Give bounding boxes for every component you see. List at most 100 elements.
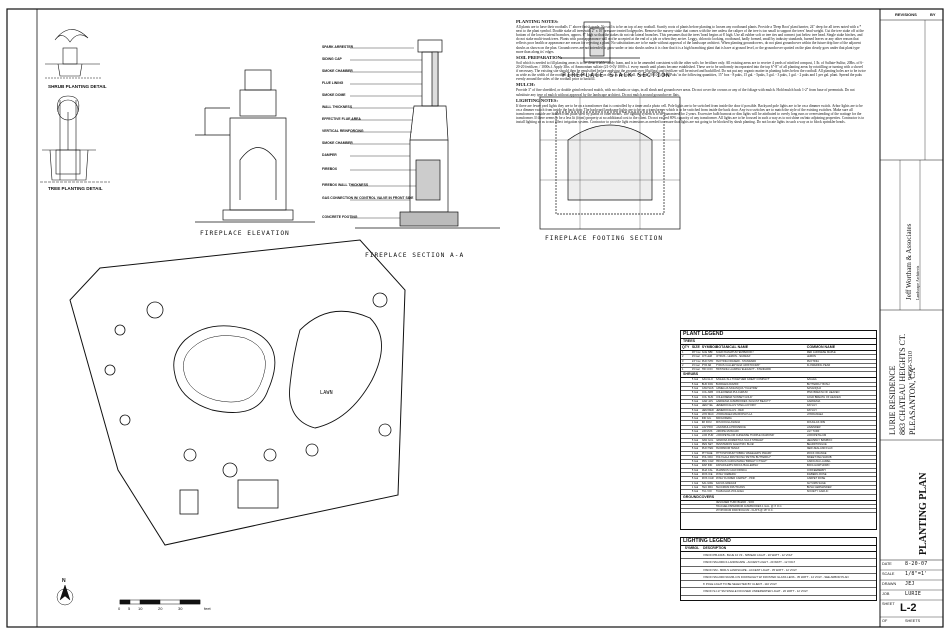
drawn-value: JEJ: [905, 581, 915, 587]
lighting-description: VISION SM-2000 99-MM-4 IN DOWNLIGHT W/ F…: [703, 574, 849, 579]
legend-cell-sym: BUD DAV: [701, 382, 714, 386]
planting-notes-body: All plants are to have their rootballs 1…: [516, 25, 864, 54]
legend-cell-com: DAYLILY: [806, 408, 817, 412]
legend-cell-sym: AZA GLO: [701, 378, 713, 382]
legend-cell-bot: GARDENIA JASMINOIDES 'AUGUST BEAUTY': [715, 399, 771, 403]
legend-cell-com: BEARDTONGUE: [806, 442, 827, 446]
legend-cell-size: 15 Gal: [691, 355, 700, 359]
project-zip: 94566-3310: [908, 351, 914, 380]
legend-cell-com: SASANQUA: [806, 387, 822, 391]
legend-cell-qty: [681, 460, 692, 463]
lighting-legend-columns: SYMBOL DESCRIPTION: [681, 546, 876, 552]
legend-cell-com: CAROLINA LAUREL: [806, 460, 831, 464]
legend-cell-com: AUTUMN SAGE: [806, 481, 826, 485]
legend-cell-sym: NAN GUL: [701, 438, 714, 442]
stack-title: FIREPLACE STACK SECTION: [562, 72, 671, 79]
section-callout: FIREBOX: [322, 167, 338, 171]
plant-legend-columns: QTY SIZE SYMBOL BOTANICAL NAME COMMON NA…: [681, 345, 876, 351]
section-callout: WALL THICKNESS: [322, 105, 353, 109]
legend-cell-qty: 1: [682, 368, 684, 372]
legend-cell-qty: [681, 486, 692, 489]
legend-cell-qty: [681, 490, 692, 493]
col-common: COMMON NAME: [806, 345, 836, 349]
legend-cell-sym: TEU FRU: [701, 485, 714, 489]
legend-cell-size: 5 Gal: [691, 391, 699, 395]
col-light-symbol: SYMBOL: [684, 546, 700, 550]
legend-cell-qty: [681, 477, 692, 480]
legend-cell-size: 5 Gal: [691, 430, 699, 434]
legend-cell-bot: TRACHELOSPERMUM JASMINOIDES 1 GAL. @ 3' …: [715, 504, 783, 508]
scale-tick-label: 30: [178, 606, 183, 611]
lawn-label: LAWN: [320, 390, 333, 396]
lighting-row: 6' POLE LIGHT TO BE SELECTED BY CLIENT -…: [681, 581, 876, 589]
legend-cell-sym: IND GIL: [701, 417, 712, 421]
legend-cell-bot: PENSTEMON 'ELECTRIC BLUE': [715, 442, 755, 446]
scale-tick-label: 20: [158, 606, 163, 611]
legend-cell-com: SWEET PEA SHRUB: [806, 455, 832, 459]
legend-cell-com: LOROPETALUM: [806, 434, 827, 438]
legend-cell-size: 1 Gal: [691, 434, 699, 438]
legend-cell-sym: HEM RED: [701, 408, 714, 412]
sheet-label: SHEET: [882, 602, 895, 606]
legend-cell-size: 5 Gal: [691, 438, 699, 442]
legend-cell-sym: SAL GRE: [701, 481, 713, 485]
tree-planting-detail: [40, 95, 110, 183]
by-label: BY: [930, 12, 936, 17]
scale-unit: feet: [204, 606, 211, 611]
scale-tick-label: 5: [128, 606, 131, 611]
legend-cell-qty: 3: [682, 359, 684, 363]
legend-cell-qty: [681, 439, 692, 442]
legend-cell-bot: POLYGALA FRUTICOSA 'PETITE BUTTERFLY': [715, 455, 772, 459]
legend-cell-size: 1 Gal: [691, 421, 699, 425]
legend-cell-size: 5 Gal: [691, 412, 699, 416]
legend-cell-qty: [681, 387, 692, 390]
lighting-description: VISION PB-101B - BLUE 10 V3 - SPREAD LIG…: [703, 553, 793, 557]
legend-cell-sym: ROS ICE: [701, 473, 713, 477]
legend-cell-com: BUTTERFLY BUSH: [806, 382, 830, 386]
lighting-legend-table: LIGHTING LEGEND SYMBOL DESCRIPTION VISIO…: [680, 537, 877, 601]
legend-cell-sym: RAP IND: [701, 464, 713, 468]
legend-cell-qty: [681, 383, 692, 386]
legend-cell-sym: PHO STD: [701, 359, 714, 363]
legend-cell-com: HEAVENLY BAMBOO: [806, 438, 833, 442]
legend-cell-bot: INDIGOFERA: [715, 417, 732, 421]
legend-cell-qty: [681, 400, 692, 403]
planting-notes-heading: PLANTING NOTES:: [516, 19, 559, 24]
legend-cell-com: DOUGLAS IRIS: [806, 421, 826, 425]
legend-cell-size: 5 Gal: [691, 404, 699, 408]
legend-cell-sym: ROS CAR: [701, 477, 714, 481]
trees-subheading: TREES: [681, 339, 876, 345]
legend-cell-com: LAVENDER: [806, 425, 821, 429]
light-fixture-icon: [681, 574, 703, 580]
legend-cell-qty: 2: [682, 355, 684, 359]
legend-cell-size: 24" box: [691, 359, 701, 363]
north-arrow-label: N: [62, 578, 66, 584]
legend-cell-sym: TRI CON: [701, 368, 713, 372]
legend-row: TRACHELOSPERMUM JASMINOIDES 1 GAL. @ 3' …: [681, 504, 876, 510]
legend-cell-bot: LAVANDULA PROVENCE: [715, 425, 746, 429]
job-label: JOB: [882, 592, 890, 596]
legend-cell-sym: COL SUN: [701, 395, 714, 399]
legend-cell-size: 1 Gal: [691, 451, 699, 455]
lighting-notes-heading: LIGHTING NOTES:: [516, 97, 558, 103]
legend-cell-sym: [702, 509, 716, 512]
elevation-title: FIREPLACE ELEVATION: [200, 230, 290, 237]
legend-cell-sym: CAM SAS: [701, 387, 714, 391]
legend-cell-bot: ROSA 'FLOWER CARPET' - PINK: [715, 477, 756, 481]
mulch-notes-body: Provide 3" of fine shredded, or double g…: [516, 88, 855, 97]
legend-cell-com: LILY TURF: [806, 430, 820, 434]
legend-cell-bot: TRISTANIA LAURINA 'ELEGANT' - STANDARD: [715, 368, 771, 372]
legend-cell-bot: BUDDLEIA DAVIDII: [715, 382, 739, 386]
legend-cell-qty: [681, 413, 692, 416]
legend-cell-bot: PHORMIUM TENAX: [715, 447, 740, 451]
